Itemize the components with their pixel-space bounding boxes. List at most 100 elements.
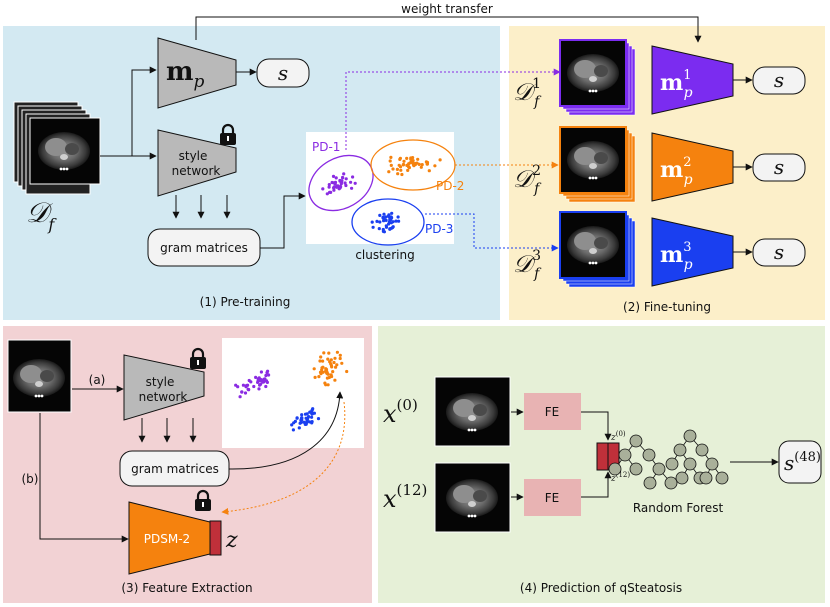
scatter-point <box>387 170 391 174</box>
scatter-point <box>309 411 314 415</box>
scatter-point <box>259 370 263 374</box>
scatter-point <box>391 225 395 229</box>
scatter-point <box>327 183 331 187</box>
fe-block-0 <box>524 393 581 430</box>
scatter-point <box>397 219 401 223</box>
finetune-score-label-1: s <box>774 68 784 92</box>
fe-block-12-label: FE <box>545 491 559 505</box>
scatter-point <box>386 214 390 218</box>
feature-gram-box <box>119 450 230 487</box>
scatter-point <box>334 365 338 369</box>
scatter-point <box>388 227 392 231</box>
scatter-point <box>326 357 330 361</box>
lock-icon <box>190 347 206 369</box>
scatter-point <box>339 182 343 186</box>
scatter-point <box>264 384 268 389</box>
scatter-point <box>313 375 317 379</box>
pretrain-style-label-1: style <box>179 149 208 163</box>
pd1-transfer-arrow <box>345 68 561 150</box>
scatter-point <box>332 188 336 192</box>
scatter-point <box>398 157 402 161</box>
scatter-point <box>382 212 386 216</box>
scatter-point <box>378 220 382 224</box>
scatter-point <box>391 220 395 224</box>
scatter-point <box>381 216 385 220</box>
scatter-point <box>333 356 337 360</box>
scatter-point <box>333 378 337 382</box>
scatter-point <box>378 213 382 217</box>
pd3-transfer-arrow <box>425 213 559 252</box>
input-x12-label: x(12) <box>383 481 427 513</box>
scatter-point <box>291 428 295 432</box>
scatter-point <box>334 176 338 180</box>
scatter-point <box>335 363 339 367</box>
scatter-point <box>327 351 331 355</box>
scatter-point <box>332 360 336 365</box>
scatter-point <box>293 419 297 423</box>
scatter-point <box>321 370 325 374</box>
feature-style-network <box>123 354 205 421</box>
cluster-label-pd2: PD-2 <box>436 179 464 193</box>
scatter-point <box>324 367 328 371</box>
scatter-point <box>307 420 312 424</box>
scatter-point <box>405 163 409 167</box>
path-b-arrow <box>39 413 129 543</box>
scatter-point <box>300 416 304 420</box>
scatter-point <box>252 384 256 389</box>
finetune-model-3 <box>651 217 734 287</box>
clustering-scatter <box>321 155 442 234</box>
scatter-point <box>438 158 442 162</box>
scatter-point <box>377 227 381 231</box>
finetune-model-2 <box>651 132 734 202</box>
scatter-point <box>424 160 428 164</box>
scatter-point <box>391 167 395 171</box>
dataset-image-stack <box>13 101 101 195</box>
feature-z-label: z <box>225 528 238 553</box>
scatter-point <box>409 157 413 161</box>
finetune-score-box-1 <box>752 66 806 95</box>
scatter-point <box>241 383 245 387</box>
fe12-to-feature-arrow <box>581 471 612 498</box>
scatter-point <box>419 165 423 169</box>
z0-label: z(0) <box>610 430 626 443</box>
scatter-point <box>396 215 400 219</box>
scatter-point <box>406 168 410 172</box>
scatter-point <box>267 373 271 377</box>
feature-style-label-2: network <box>139 390 188 404</box>
scatter-point <box>257 387 261 391</box>
scatter-point <box>384 224 388 228</box>
scatter-point <box>343 181 347 185</box>
lock-icon <box>195 489 211 511</box>
scatter-point <box>266 369 270 373</box>
scatter-point <box>256 377 260 381</box>
scatter-point <box>416 157 420 161</box>
output-score-box <box>778 440 822 484</box>
scatter-point <box>321 187 325 191</box>
scatter-point <box>338 356 342 361</box>
scatter-point <box>310 420 314 424</box>
scatter-point <box>332 186 336 190</box>
input-x0-label: x(0) <box>383 396 418 428</box>
scatter-point <box>335 184 339 188</box>
scatter-point <box>312 367 316 371</box>
feature-style-label-1: style <box>146 375 175 389</box>
scatter-point <box>243 391 248 395</box>
scatter-point <box>399 168 403 172</box>
scatter-point <box>335 350 339 354</box>
scatter-point <box>305 412 309 416</box>
concat-feature-left <box>596 442 609 471</box>
scatter-point <box>256 380 260 384</box>
scatter-point <box>264 373 268 378</box>
scatter-point <box>329 362 333 366</box>
scatter-point <box>387 222 391 226</box>
pretrain-model-label: mp <box>166 57 205 92</box>
scatter-point <box>345 369 349 374</box>
cluster-label-pd1: PD-1 <box>312 140 340 154</box>
input-x12-image <box>434 462 511 533</box>
